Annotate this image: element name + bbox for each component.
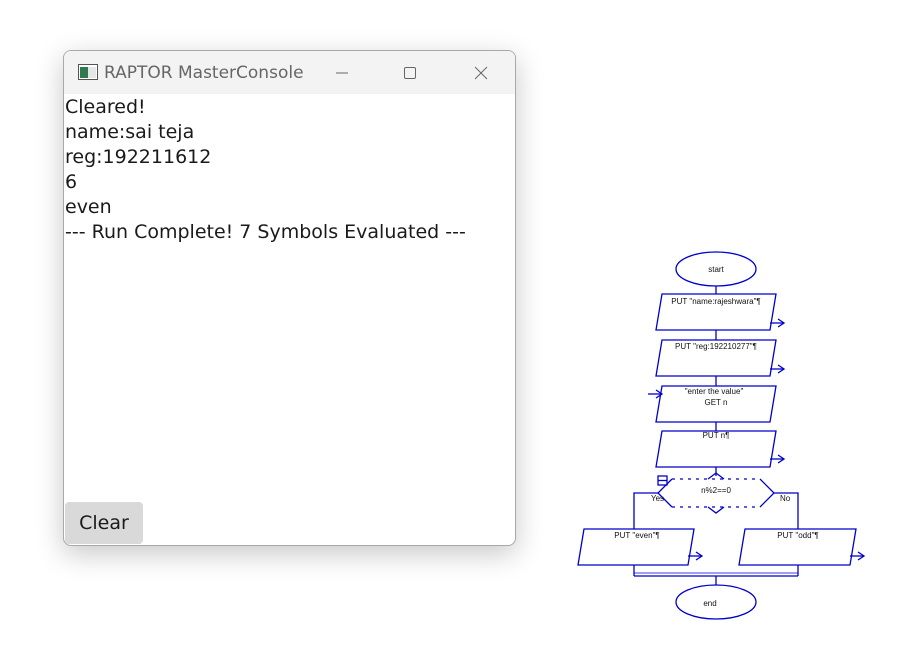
console-line-reg: reg:192211612 <box>65 146 212 168</box>
flowchart-end-oval[interactable] <box>675 584 757 620</box>
put-n-label: PUT n¶ <box>703 431 730 440</box>
console-output: Cleared! name:sai teja reg:192211612 6 e… <box>65 95 505 245</box>
maximize-icon <box>404 67 416 79</box>
flowchart-input-n[interactable] <box>655 385 777 423</box>
flowchart-output-even[interactable] <box>577 528 695 566</box>
flowchart-output-odd[interactable] <box>738 528 857 566</box>
put-name-label: PUT "name:rajeshwara"¶ <box>671 297 760 306</box>
console-line-cleared: Cleared! <box>65 96 146 118</box>
put-reg-label: PUT "reg:192210277"¶ <box>675 342 757 351</box>
flowchart-output-name[interactable] <box>655 293 777 331</box>
raptor-app-icon <box>78 64 98 85</box>
flowchart-output-reg[interactable] <box>655 339 777 377</box>
minimize-icon <box>336 72 348 74</box>
put-even-label: PUT "even"¶ <box>614 531 659 540</box>
title-bar[interactable]: RAPTOR MasterConsole <box>64 51 515 94</box>
raptor-master-console-window[interactable]: RAPTOR MasterConsole Cleared! name:sai t… <box>63 50 516 546</box>
no-label: No <box>780 494 791 503</box>
clear-button[interactable]: Clear <box>65 502 143 544</box>
close-button[interactable] <box>457 51 503 94</box>
console-line-result: even <box>65 196 112 218</box>
console-line-name: name:sai teja <box>65 121 195 143</box>
console-line-value: 6 <box>65 171 78 193</box>
window-title: RAPTOR MasterConsole <box>104 63 304 83</box>
decision-label: n%2==0 <box>701 486 731 495</box>
end-label: end <box>703 599 716 608</box>
put-odd-label: PUT "odd"¶ <box>777 531 818 540</box>
close-icon <box>474 66 488 80</box>
input-prompt-label: "enter the value" <box>685 387 744 396</box>
maximize-button[interactable] <box>386 51 432 94</box>
start-label: start <box>708 265 724 274</box>
console-line-run-complete: --- Run Complete! 7 Symbols Evaluated --… <box>65 221 466 243</box>
yes-label: Yes <box>651 494 664 503</box>
flowchart-output-n[interactable] <box>655 430 777 468</box>
input-get-label: GET n <box>705 398 728 407</box>
minimize-button[interactable] <box>318 51 364 94</box>
